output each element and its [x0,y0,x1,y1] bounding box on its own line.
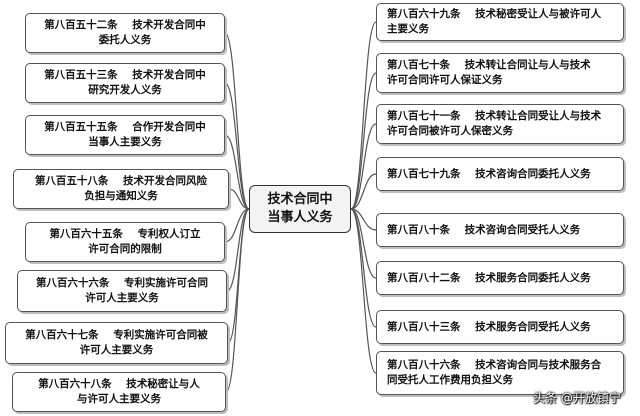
left-topic-5[interactable]: 第八百六十五条 专利权人订立 许可合同的限制 [25,222,225,262]
connector-left-6 [226,208,250,292]
left-topic-6[interactable]: 第八百六十六条 专利实施许可合同 许可人主要义务 [17,270,227,312]
connector-right-3 [350,123,377,210]
left-topic-3[interactable]: 第八百五十五条 合作开发合同中 当事人主要义务 [25,115,225,155]
right-topic-3[interactable]: 第八百七十一条 技术转让合同受让人与技术 许可合同被许可人保密义务 [376,104,624,144]
connector-left-4 [228,188,250,210]
connector-right-4 [350,173,377,210]
right-topic-1[interactable]: 第八百六十九条 技术秘密受让人与被许可人 主要义务 [376,3,624,41]
connector-left-2 [224,82,250,210]
connector-left-1 [224,32,250,210]
connector-right-2 [350,72,377,210]
connector-right-1 [350,21,377,210]
left-topic-1[interactable]: 第八百五十二条 技术开发合同中 委托人义务 [25,13,225,53]
connector-left-3 [224,134,250,210]
connector-left-7 [227,208,250,344]
connector-left-8 [225,208,250,393]
watermark: 头条 @开放镇宁 [533,391,621,405]
connector-right-6 [350,208,377,279]
connector-right-8 [350,208,377,374]
left-topic-8[interactable]: 第八百六十八条 技术秘密让与人 与许可人主要义务 [12,372,226,412]
right-topic-4[interactable]: 第八百七十九条 技术咨询合同委托人义务 [376,157,624,191]
left-topic-2[interactable]: 第八百五十三条 技术开发合同中 研究开发人义务 [25,63,225,103]
right-topic-5[interactable]: 第八百八十条 技术咨询合同受托人义务 [376,213,624,247]
connector-right-7 [350,208,377,328]
right-topic-2[interactable]: 第八百七十条 技术转让合同让与人与技术 许可合同许可人保证义务 [376,53,624,93]
left-topic-7[interactable]: 第八百六十七条 专利实施许可合同被 许可人主要义务 [5,322,228,364]
central-topic-node[interactable]: 技术合同中 当事人义务 [249,185,351,233]
right-topic-8[interactable]: 第八百八十六条 技术咨询合同与技术服务合 同受托人工作费用负担义务 [376,351,624,395]
right-topic-6[interactable]: 第八百八十二条 技术服务合同委托人义务 [376,261,624,295]
left-topic-4[interactable]: 第八百五十八条 技术开发合同风险 负担与通知义务 [13,169,229,209]
right-topic-7[interactable]: 第八百八十三条 技术服务合同受托人义务 [376,310,624,344]
